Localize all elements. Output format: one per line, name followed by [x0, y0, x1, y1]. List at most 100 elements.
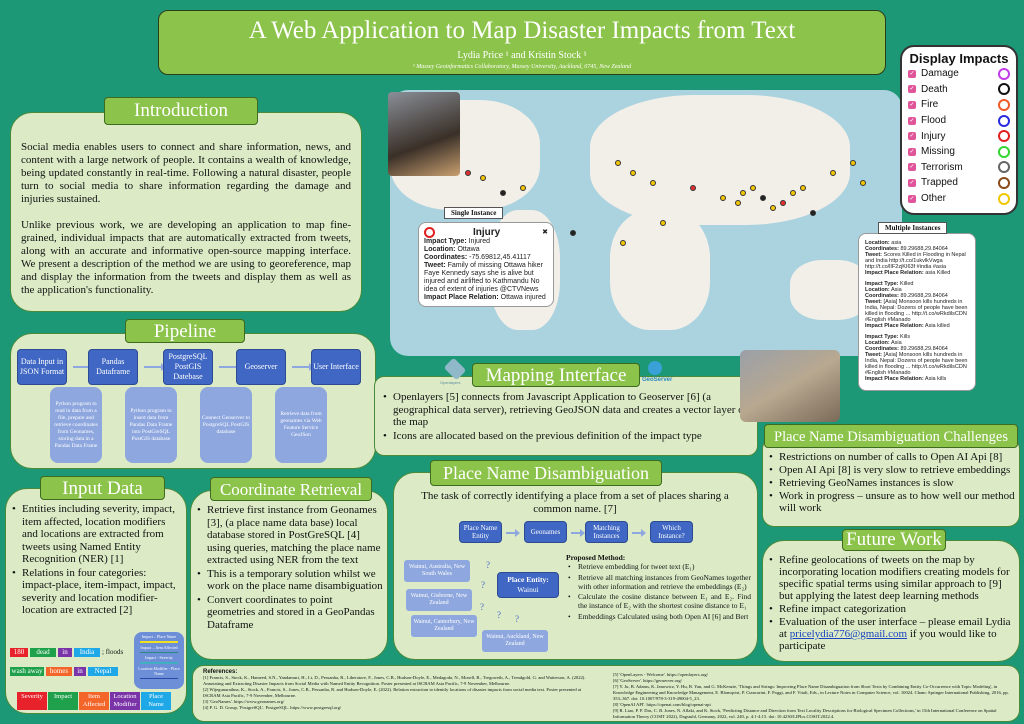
map-marker[interactable]: [690, 185, 696, 191]
question-mark: ?: [480, 602, 484, 612]
future-panel: Refine geolocations of tweets on the map…: [762, 540, 1020, 662]
map-marker[interactable]: [740, 190, 746, 196]
popup-field-value: Asia: [889, 340, 902, 346]
legend-label: Damage: [921, 68, 959, 80]
map-marker[interactable]: [520, 185, 526, 191]
question-mark: ?: [486, 560, 490, 570]
checkbox[interactable]: ✓: [908, 147, 916, 156]
map-marker[interactable]: [465, 170, 471, 176]
popup-line: Tweet: Family of missing Ottawa hiker Fa…: [424, 262, 548, 294]
popup-field-value: Killed: [898, 281, 914, 287]
method-step: Retrieve embedding for tweet text (E₁): [566, 562, 751, 572]
future-bullet: Refine geolocations of tweets on the map…: [767, 554, 1015, 602]
pipeline-heading: Pipeline: [125, 319, 245, 343]
references-panel: References: [1] Francis, S., Stock, K., …: [192, 665, 1020, 722]
legend-label: Other: [921, 193, 947, 205]
legend-item-flood[interactable]: ✓ Flood: [908, 113, 1010, 129]
popup-field-label: Tweet:: [865, 352, 883, 358]
map-marker[interactable]: [830, 170, 836, 176]
popup-field-value: 89.29688,29.84064: [898, 346, 948, 352]
map-marker[interactable]: [810, 210, 816, 216]
checkbox[interactable]: ✓: [908, 178, 916, 187]
map-marker[interactable]: [720, 195, 726, 201]
legend-item-damage[interactable]: ✓ Damage: [908, 66, 1010, 82]
map-marker[interactable]: [770, 205, 776, 211]
reference-item: [6] 'GeoServer'. https://geoserver.org/: [613, 678, 682, 683]
popup-field-label: Impact Place Relation:: [865, 376, 924, 382]
challenges-heading: Place Name Disambiguation Challenges: [764, 424, 1018, 448]
intro-heading: Introduction: [104, 97, 258, 125]
map-marker[interactable]: [650, 180, 656, 186]
map-marker[interactable]: [780, 200, 786, 206]
pipeline-description: Connect Geoserver to PostgreSQL PostGIS …: [200, 387, 252, 463]
map-marker[interactable]: [500, 190, 506, 196]
map-marker[interactable]: [800, 185, 806, 191]
openlayers-logo-label: Openlayers: [440, 380, 461, 385]
map-marker[interactable]: [860, 180, 866, 186]
reference-item: [7] Y. Ju, B. Adams, K. Janowicz, Y. Hu,…: [613, 684, 1009, 701]
place-entity-box: Place Entity:Wainui: [497, 572, 559, 598]
map-marker[interactable]: [630, 170, 636, 176]
reference-item: [8] 'OpenAI API'. https://openai.com/blo…: [613, 702, 711, 707]
checkbox[interactable]: ✓: [908, 116, 916, 125]
relation-line: [140, 677, 178, 679]
map-marker[interactable]: [660, 220, 666, 226]
legend-label: Flood: [921, 115, 947, 127]
map-marker[interactable]: [850, 160, 856, 166]
pnd-flow-step: Place Name Entity: [459, 521, 502, 543]
authors: Lydia Price ¹ and Kristin Stock ¹: [457, 50, 587, 61]
candidate-instance: Wainui, Gisborne, New Zealand: [406, 589, 472, 611]
popup-field-value: [Asia] Monsoon kills hundreds in India, …: [865, 352, 968, 376]
injury-icon: [424, 227, 435, 238]
map-marker[interactable]: [570, 230, 576, 236]
popup-field-value: 89.29688,29.84064: [898, 246, 948, 252]
map-marker[interactable]: [480, 175, 486, 181]
legend-item-missing[interactable]: ✓Missing: [908, 144, 1010, 160]
pipeline-step: Data Input in JSON Format: [17, 349, 67, 385]
map-marker[interactable]: [735, 200, 741, 206]
method-title: Proposed Method:: [566, 553, 626, 562]
map-view[interactable]: [390, 90, 902, 356]
checkbox[interactable]: ✓: [908, 85, 916, 94]
ner-token: wash away: [10, 667, 44, 676]
legend-item-injury[interactable]: ✓Injury: [908, 128, 1010, 144]
relation-item: Impact – Item Affected: [140, 644, 178, 650]
checkbox[interactable]: ✓: [908, 100, 916, 109]
legend-item-terrorism[interactable]: ✓Terrorism: [908, 160, 1010, 176]
checkbox[interactable]: ✓: [908, 69, 916, 78]
ner-token: 180: [10, 648, 28, 657]
legend-item-fire[interactable]: ✓Fire: [908, 97, 1010, 113]
coord-bullet: Convert coordinates to point geometries …: [195, 594, 383, 632]
title-banner: A Web Application to Map Disaster Impact…: [158, 10, 886, 75]
ner-token: homes: [46, 667, 72, 676]
map-marker[interactable]: [790, 190, 796, 196]
candidate-instance: Wainui, Auckland, New Zealand: [482, 630, 548, 652]
pnd-intro: The task of correctly identifying a plac…: [421, 490, 729, 515]
poster-title: A Web Application to Map Disaster Impact…: [248, 17, 796, 44]
popup-field-label: Location:: [865, 240, 890, 246]
legend-item-other[interactable]: ✓ Other: [908, 191, 1010, 207]
legend-item-death[interactable]: ✓Death: [908, 82, 1010, 98]
place-entity-label: Place Entity:: [507, 575, 549, 584]
popup-line: Impact Place Relation: Asia kills: [865, 376, 970, 382]
map-marker[interactable]: [620, 240, 626, 246]
map-marker[interactable]: [750, 185, 756, 191]
close-icon[interactable]: ✖: [542, 228, 548, 236]
popup-line: Coordinates: 89.29688,29.84064: [865, 293, 970, 299]
popup-field-label: Impact Place Relation:: [424, 294, 499, 301]
mapping-panel: Openlayers [5] connects from Javascript …: [374, 376, 758, 456]
contact-email-link[interactable]: pricelydia776@gmail.com: [789, 628, 908, 640]
popup-line: Location: Ottawa: [424, 246, 548, 254]
map-marker[interactable]: [615, 160, 621, 166]
popup-line: Impact Type: Killed: [865, 281, 970, 287]
challenge-bullet: Work in progress – unsure as to how well…: [767, 490, 1015, 514]
mapping-bullet: Icons are allocated based on the previou…: [381, 430, 751, 443]
checkbox[interactable]: ✓: [908, 163, 916, 172]
legend-item-trapped[interactable]: ✓Trapped: [908, 175, 1010, 191]
coord-bullet: This is a temporary solution whilst we w…: [195, 568, 383, 593]
map-marker[interactable]: [760, 195, 766, 201]
checkbox[interactable]: ✓: [908, 132, 916, 141]
checkbox[interactable]: ✓: [908, 194, 916, 203]
